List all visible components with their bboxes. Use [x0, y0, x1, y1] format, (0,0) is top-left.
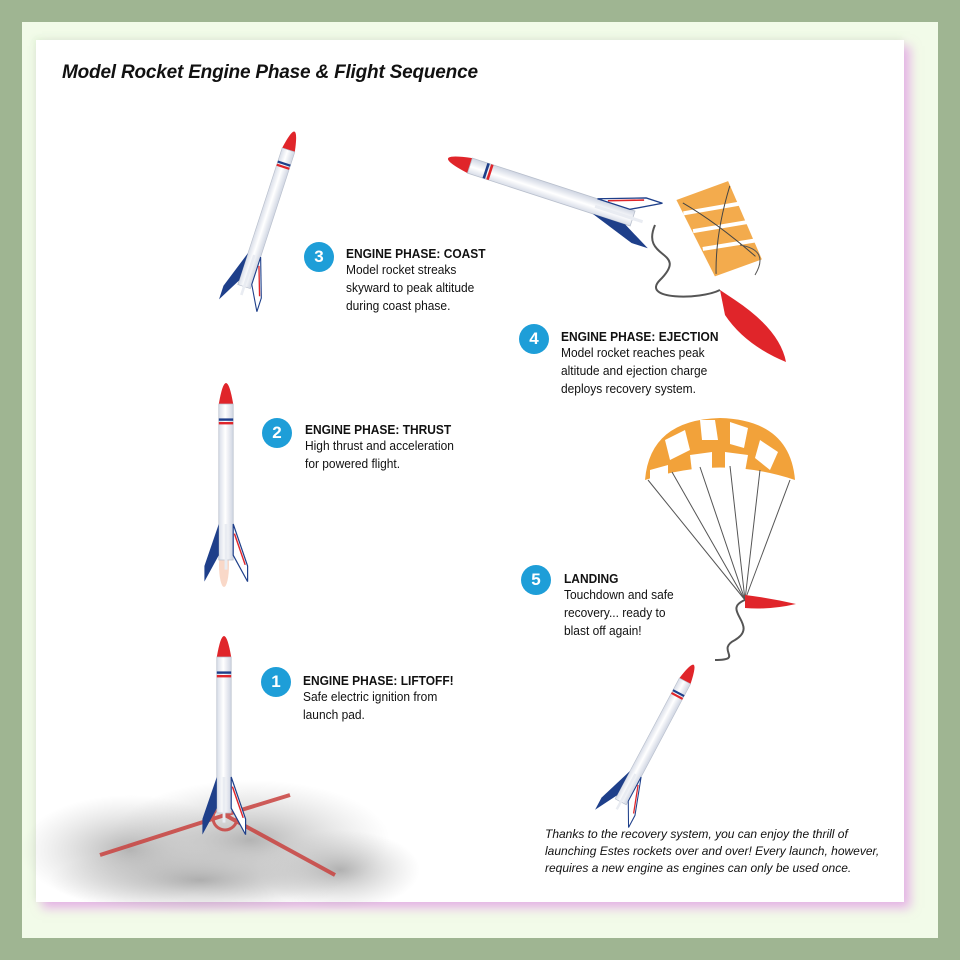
rocket-landing [594, 655, 712, 829]
rocket-thrust [203, 382, 249, 583]
step-2-line-1: High thrust and acceleration [305, 438, 454, 453]
step-1-badge: 1 [261, 667, 291, 697]
step-4-line-1: Model rocket reaches peak [561, 345, 705, 360]
step-4-heading: ENGINE PHASE: EJECTION [561, 329, 719, 344]
step-5-badge: 5 [521, 565, 551, 595]
rocket-ejection [439, 135, 786, 362]
step-3-heading: ENGINE PHASE: COAST [346, 246, 486, 261]
step-3-text: ENGINE PHASE: COAST Model rocket streaks… [346, 246, 498, 315]
landing-parachute [645, 418, 796, 661]
step-4-text: ENGINE PHASE: EJECTION Model rocket reac… [561, 329, 732, 398]
step-2-heading: ENGINE PHASE: THRUST [305, 422, 452, 437]
step-5-line-3: blast off again! [564, 623, 642, 638]
step-3-line-2: skyward to peak altitude [346, 280, 475, 295]
step-1-heading: ENGINE PHASE: LIFTOFF! [303, 673, 454, 688]
step-2-text: ENGINE PHASE: THRUST High thrust and acc… [305, 422, 467, 473]
diagram-title: Model Rocket Engine Phase & Flight Seque… [62, 62, 478, 83]
step-5-line-1: Touchdown and safe [564, 587, 674, 602]
step-5-line-2: recovery... ready to [564, 605, 666, 620]
step-1-text: ENGINE PHASE: LIFTOFF! Safe electric ign… [303, 673, 467, 724]
rocket-liftoff [201, 635, 247, 836]
step-4-line-2: altitude and ejection charge [561, 363, 708, 378]
step-3-line-3: during coast phase. [346, 298, 451, 313]
step-3-line-1: Model rocket streaks [346, 262, 457, 277]
step-4-line-3: deploys recovery system. [561, 381, 696, 396]
launch-smoke [20, 780, 420, 915]
step-3-badge: 3 [304, 242, 334, 272]
step-5-text: LANDING Touchdown and safe recovery... r… [564, 571, 683, 640]
step-2-line-2: for powered flight. [305, 456, 401, 471]
rocket-coast [218, 124, 315, 313]
step-1-line-2: launch pad. [303, 707, 365, 722]
step-2-badge: 2 [262, 418, 292, 448]
step-1-line-1: Safe electric ignition from [303, 689, 438, 704]
step-5-heading: LANDING [564, 571, 619, 586]
footer-note: Thanks to the recovery system, you can e… [545, 827, 880, 875]
diagram-canvas [36, 40, 904, 902]
step-4-badge: 4 [519, 324, 549, 354]
